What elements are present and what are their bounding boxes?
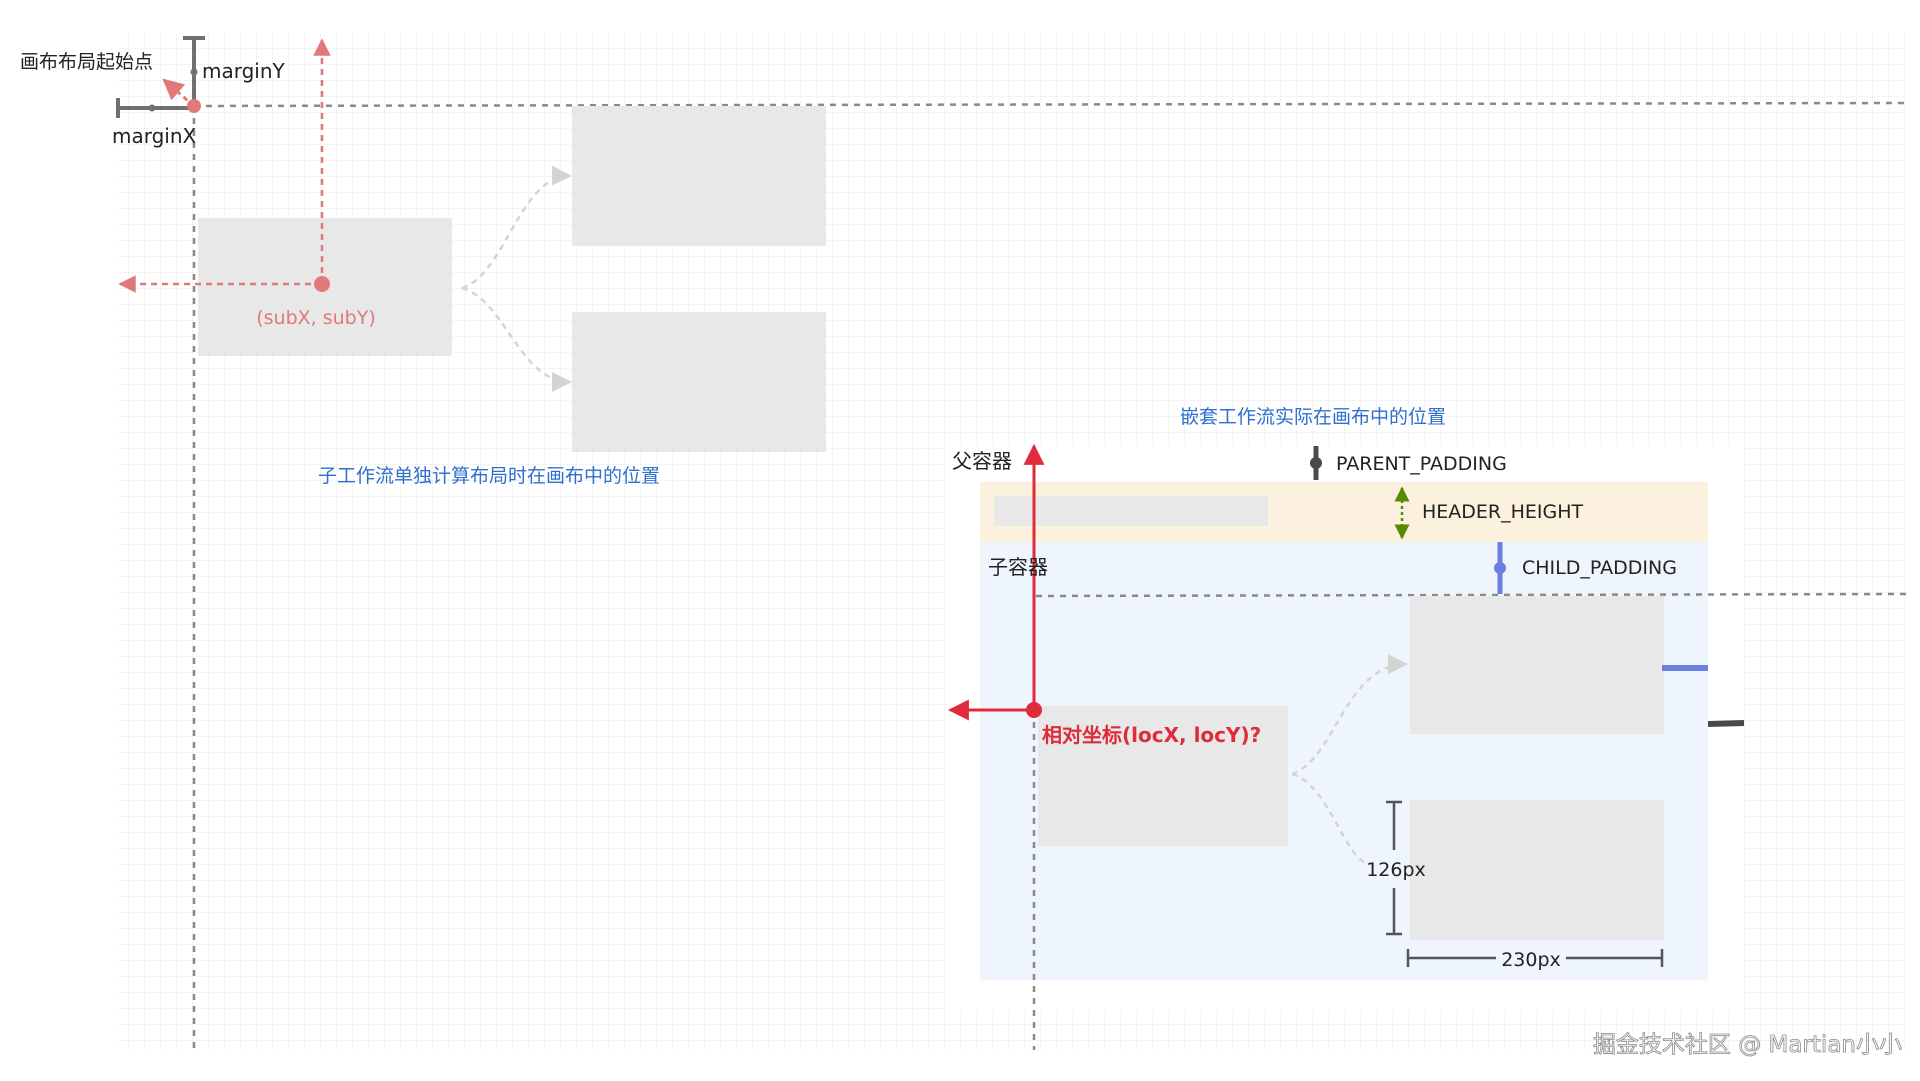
header-height-label: HEADER_HEIGHT — [1422, 501, 1584, 523]
nested-parent-node — [1038, 706, 1288, 846]
nested-child-node-top — [1410, 596, 1664, 734]
margin-y-guide — [193, 101, 1909, 108]
loc-coord-point — [1026, 702, 1042, 718]
sub-edge-bottom — [461, 286, 572, 392]
sub-coord-label: (subX, subY) — [256, 307, 376, 329]
child-padding-guide — [1035, 592, 1909, 598]
width-dimension — [1406, 949, 1664, 967]
margin-x-marker — [116, 98, 194, 118]
parent-right-padding-marker — [1707, 720, 1745, 727]
nested-caption: 嵌套工作流实际在画布中的位置 — [1180, 406, 1446, 428]
relative-coord-label: 相对坐标(locX, locY)? — [1042, 723, 1261, 747]
canvas-origin-label: 画布布局起始点 — [20, 51, 153, 73]
parent-padding-marker — [1310, 446, 1322, 480]
sub-caption: 子工作流单独计算布局时在画布中的位置 — [318, 465, 660, 487]
height-dimension-label: 126px — [1366, 859, 1426, 881]
nested-edge-bottom — [1291, 772, 1371, 866]
header-title-bar — [994, 496, 1268, 526]
sub-coord-point — [314, 276, 330, 292]
margin-y-marker — [183, 36, 205, 106]
margin-x-label: marginX — [112, 124, 197, 148]
sub-edge-top — [461, 165, 572, 290]
parent-container-label: 父容器 — [952, 449, 1012, 473]
canvas-origin-point — [187, 99, 201, 113]
nested-child-node-bottom — [1410, 800, 1664, 940]
parent-padding-label: PARENT_PADDING — [1336, 453, 1507, 475]
sub-child-node-top — [572, 106, 826, 246]
sub-child-node-bottom — [572, 312, 826, 452]
margin-y-label: marginY — [202, 59, 286, 83]
child-padding-label: CHILD_PADDING — [1522, 557, 1677, 579]
child-container-label: 子容器 — [988, 555, 1048, 579]
watermark: 掘金技术社区 @ Martian小小 — [1593, 1032, 1902, 1058]
origin-pointer — [162, 78, 195, 108]
height-dimension — [1386, 800, 1402, 936]
nested-edge-top — [1291, 654, 1408, 776]
width-dimension-label: 230px — [1501, 949, 1561, 971]
child-padding-marker — [1494, 542, 1506, 594]
